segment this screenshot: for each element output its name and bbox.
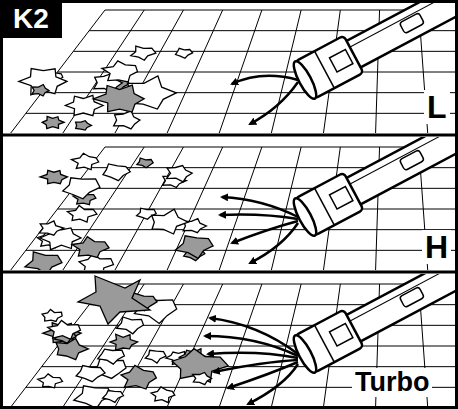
panel-content: [10, 0, 458, 133]
grid-line: [167, 284, 223, 408]
grid-line: [62, 147, 144, 270]
drawing-part: [290, 59, 320, 102]
drawing-part: [290, 196, 320, 239]
leaf: [116, 317, 143, 334]
drawing-part: [342, 137, 458, 207]
leaf: [98, 349, 125, 364]
separator: [0, 271, 458, 274]
grid-line: [219, 284, 262, 408]
grid-line: [62, 10, 144, 133]
leaf: [145, 350, 166, 363]
leaf: [48, 320, 81, 339]
leaf: [32, 85, 49, 97]
air-flow-arrow: [208, 353, 298, 358]
drawing-part: [399, 13, 424, 34]
air-flow-arrow: [250, 223, 298, 263]
leaf: [121, 365, 156, 389]
air-flow-arrow: [232, 76, 298, 84]
drawing-part: [290, 333, 320, 376]
panel-turbo: [10, 274, 458, 408]
speed-label: Turbo: [352, 368, 432, 397]
leaf: [93, 85, 144, 112]
leaf: [25, 252, 62, 270]
leaf: [56, 338, 88, 359]
leaf: [167, 166, 193, 182]
drawing-part: [345, 137, 458, 186]
drawing-part: [345, 0, 458, 49]
leaf: [40, 170, 67, 183]
leaf: [175, 236, 213, 259]
air-flow-arrow: [232, 221, 298, 243]
leaf: [183, 219, 206, 233]
grid-line: [73, 51, 458, 52]
figure-number: K2: [0, 0, 62, 38]
drawing-part: [329, 323, 352, 346]
leaf: [42, 309, 62, 321]
grid-line: [58, 209, 458, 210]
leaf: [102, 61, 138, 82]
panel-high: [10, 137, 458, 270]
panel-low: [10, 0, 458, 133]
leaf: [103, 391, 124, 403]
leaf: [38, 374, 63, 388]
grid-line: [167, 10, 223, 133]
grid-line: [42, 92, 458, 93]
leaf: [72, 237, 109, 258]
leaf: [114, 111, 140, 129]
leaf: [110, 334, 138, 350]
grid-line: [219, 10, 262, 133]
leaf: [176, 48, 193, 58]
drawing-part: [399, 287, 424, 308]
leaf: [131, 46, 156, 60]
leaf: [76, 121, 92, 130]
leaf: [193, 373, 212, 385]
leaf: [72, 153, 99, 169]
blower-nozzle: [290, 137, 458, 238]
drawing-part: [342, 274, 458, 344]
drawing-part: [399, 150, 424, 171]
leaf: [42, 116, 64, 128]
speed-label: H: [422, 230, 451, 264]
panel-content: [10, 137, 458, 270]
grid-line: [167, 147, 223, 270]
leaf: [78, 276, 150, 324]
drawing-part: [342, 0, 458, 70]
grid-line: [73, 188, 458, 189]
drawing-part: [329, 186, 352, 209]
blower-nozzle: [290, 0, 458, 101]
air-flow-arrow: [250, 82, 298, 124]
air-flow-arrow: [220, 215, 298, 220]
speed-label: L: [424, 90, 450, 124]
air-flow-arrow: [248, 364, 298, 404]
leaf: [39, 221, 64, 235]
leaf: [67, 206, 97, 223]
leaf: [152, 209, 189, 234]
blower-nozzle: [290, 274, 458, 375]
grid-line: [219, 147, 262, 270]
separator: [0, 134, 458, 137]
grid-line: [114, 147, 183, 270]
leaf: [103, 164, 130, 181]
panel-content: [10, 274, 458, 408]
air-flow-arrow: [228, 362, 298, 388]
drawing-part: [329, 49, 352, 72]
leaf: [151, 387, 175, 403]
grid-line: [42, 229, 458, 230]
leaf: [63, 178, 100, 199]
drawing-part: [345, 274, 458, 323]
leaf: [137, 158, 153, 168]
leaf: [76, 366, 105, 382]
